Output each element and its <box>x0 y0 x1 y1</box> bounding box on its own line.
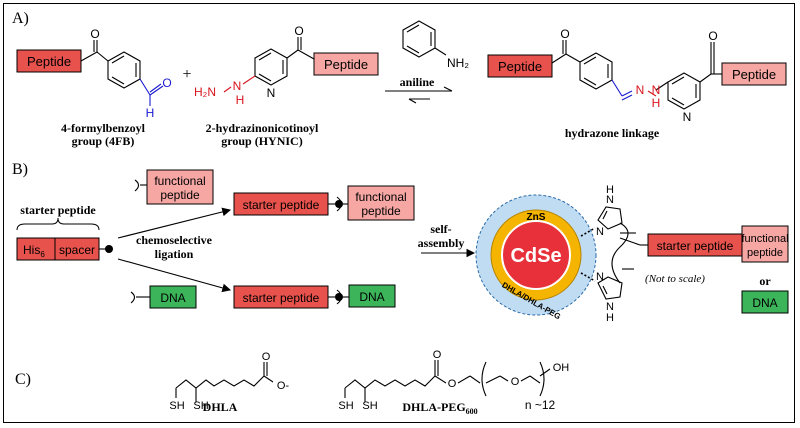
starter-peptide-construct <box>16 237 113 261</box>
ligation-label-line1: chemoselective <box>136 233 213 247</box>
peptide-box-hynic: Peptide <box>313 52 379 76</box>
hynic-label-line2: group (HYNIC) <box>221 134 302 148</box>
imidazole-h-upper: H <box>606 184 614 196</box>
svg-text:starter peptide: starter peptide <box>243 198 320 212</box>
product-carbonyl-o-right: O <box>708 29 717 43</box>
dhla-name: DHLA <box>203 400 238 414</box>
dna-reagent: DNA <box>130 285 197 309</box>
ligation-arrows <box>117 207 232 293</box>
peptide-box-4fb: Peptide <box>16 49 82 73</box>
peptide-box-product-left: Peptide <box>487 54 553 78</box>
svg-text:peptide: peptide <box>747 247 783 259</box>
imidazole-nh-lower: N <box>606 301 614 313</box>
dhla-o-minus: O- <box>277 380 290 392</box>
peg-ether-o: O <box>511 376 520 388</box>
starter-dna-conjugate: starter peptide DNA <box>233 284 396 309</box>
svg-text:starter peptide: starter peptide <box>243 291 320 305</box>
starter-functional-conjugate: starter peptide functional peptide <box>233 185 415 221</box>
formylbenzoyl-structure <box>80 40 164 106</box>
spacer-label: spacer <box>59 243 95 257</box>
product-carbonyl-o-left: O <box>560 27 569 41</box>
panel-label-c: C) <box>15 371 31 388</box>
aldehyde-o: O <box>162 76 171 90</box>
aniline-structure <box>402 20 447 58</box>
svg-text:functional: functional <box>355 190 406 204</box>
figure-frame <box>3 3 795 423</box>
ligation-label-line2: ligation <box>155 247 194 261</box>
hydrazone-product-structure <box>551 40 722 110</box>
aldehyde-h: H <box>146 106 155 120</box>
svg-text:Peptide: Peptide <box>27 54 71 69</box>
svg-text:DNA: DNA <box>359 290 384 304</box>
peg-sh-2: SH <box>362 400 377 412</box>
reagent-label: aniline <box>400 75 435 89</box>
hynic-structure <box>223 37 315 93</box>
svg-text:functional: functional <box>741 233 788 245</box>
svg-text:Peptide: Peptide <box>324 57 368 72</box>
assembly-label-line2: assembly <box>418 236 465 250</box>
hynic-ring-n: N <box>267 86 276 100</box>
panel-label-b: B) <box>12 161 28 178</box>
hynic-h2n: H₂N <box>194 85 216 99</box>
panel-label-a: A) <box>12 10 29 27</box>
imidazole-n-upper: N <box>596 226 604 238</box>
aniline-nh2: NH₂ <box>447 56 469 70</box>
svg-text:Peptide: Peptide <box>498 59 542 74</box>
svg-text:functional: functional <box>154 174 205 188</box>
dhla-sh-1: SH <box>169 400 184 412</box>
imidazole-n-lower: N <box>596 271 604 283</box>
fb-label-line1: 4-formylbenzoyl <box>61 121 146 135</box>
peg-sh-1: SH <box>338 400 353 412</box>
hynic-carbonyl-o: O <box>294 24 303 38</box>
starter-peptide-brace <box>16 217 100 231</box>
peg-oh: OH <box>553 362 570 374</box>
or-label: or <box>759 274 771 288</box>
peg-carbonyl-o: O <box>433 349 442 361</box>
product-label: hydrazone linkage <box>565 126 660 140</box>
his-label: His6 <box>23 243 45 259</box>
peptide-box-product-right: Peptide <box>721 62 787 86</box>
dhla-structure <box>175 362 274 402</box>
svg-text:starter peptide: starter peptide <box>657 239 734 253</box>
assembled-functional-peptide: functional peptide <box>741 225 789 263</box>
svg-text:peptide: peptide <box>361 204 401 218</box>
svg-text:peptide: peptide <box>160 188 200 202</box>
dhla-sh-2: SH <box>193 400 208 412</box>
equilibrium-arrows <box>385 86 453 104</box>
fb-label-line2: group (4FB) <box>72 134 135 148</box>
cdse-core <box>501 220 571 290</box>
peg-ester-o: O <box>448 378 457 390</box>
assembled-dna: DNA <box>741 290 789 314</box>
svg-text:DNA: DNA <box>752 296 777 310</box>
functional-peptide-reagent: functional peptide <box>134 169 214 205</box>
product-h: H <box>652 96 661 110</box>
zns-label: ZnS <box>527 212 546 223</box>
imidazole-nh-upper: N <box>606 194 614 206</box>
starter-peptide-caption: starter peptide <box>20 203 96 217</box>
plus-sign: + <box>182 66 191 83</box>
quantum-dot <box>475 194 597 316</box>
assembly-label-line1: self- <box>430 222 451 236</box>
carbonyl-o-4fb: O <box>90 27 99 41</box>
dhla-peg-structure <box>344 360 551 402</box>
product-ring-n: N <box>683 110 692 124</box>
hynic-nh: N <box>233 79 242 93</box>
dhla-peg-name: DHLA-PEG600 <box>402 400 477 416</box>
product-n2: N <box>652 83 661 97</box>
svg-text:DNA: DNA <box>160 291 185 305</box>
hynic-nh-h: H <box>236 93 245 107</box>
assembled-starter-peptide: starter peptide <box>647 233 743 257</box>
histidine-coordination <box>580 206 648 300</box>
imidazole-h-lower: H <box>606 312 614 324</box>
cdse-label: CdSe <box>510 245 561 267</box>
hynic-label-line1: 2-hydrazinonicotinoyl <box>206 121 319 135</box>
dhla-o: O <box>262 351 271 363</box>
peg-repeat: n ~12 <box>525 398 556 412</box>
not-to-scale-note: (Not to scale) <box>645 273 705 285</box>
svg-text:Peptide: Peptide <box>732 67 776 82</box>
product-n1: N <box>636 83 645 97</box>
